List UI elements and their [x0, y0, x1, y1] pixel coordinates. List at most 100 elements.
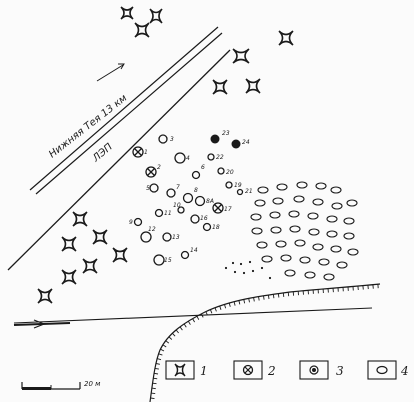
hachure-tick: [183, 323, 187, 328]
mound-number: 6: [201, 164, 205, 171]
scale-filled-segment: [22, 387, 51, 390]
mound-number: 14: [190, 247, 198, 254]
mound-22: [207, 153, 215, 161]
boundary-arrow-icon: [33, 319, 46, 329]
mound-number: 12: [148, 226, 156, 233]
enclosure-symbol: [92, 229, 108, 245]
powerline-label: ЛЭП: [90, 141, 115, 165]
mound-1: [132, 146, 144, 158]
oval-pit: [336, 261, 348, 269]
mound-10: [177, 206, 185, 214]
hachure-tick: [224, 304, 227, 309]
oval-pit: [288, 210, 300, 218]
mound-number: 10: [173, 202, 181, 209]
hachure-tick: [154, 367, 159, 370]
road-line-inner: [35, 32, 223, 195]
hachure-tick: [154, 372, 159, 375]
mound-6: [191, 170, 201, 180]
hachure-tick: [209, 309, 213, 314]
dot-pit: [239, 262, 243, 266]
mound-19: [225, 181, 233, 189]
hachure-tick: [219, 305, 222, 310]
mound-15: [153, 254, 165, 266]
mound-cluster: [132, 134, 244, 266]
dot-pit: [242, 271, 246, 275]
mound-number: 8: [194, 187, 198, 194]
mound-23: [210, 134, 220, 144]
dot-pit: [268, 276, 272, 280]
hachure-tick: [175, 329, 179, 334]
mound-number: 19: [234, 182, 242, 189]
hachure-tick: [214, 307, 217, 312]
oval-pit: [256, 241, 268, 249]
oval-pit: [276, 183, 288, 191]
scale-bar: 20 м: [21, 380, 101, 390]
enclosure-symbol: [112, 247, 128, 263]
mound-number: 1: [144, 149, 148, 156]
hachure-tick: [248, 298, 250, 303]
oval-pit: [280, 254, 292, 262]
oval-pit: [299, 256, 311, 264]
hachure-tick: [253, 297, 255, 302]
hachure-tick: [243, 299, 246, 304]
hachure-tick: [162, 344, 167, 348]
road-and-powerline: [7, 26, 231, 271]
oval-pit: [308, 228, 320, 236]
mound-number: 23: [222, 130, 230, 137]
mound-11: [154, 208, 164, 218]
oval-pit: [323, 273, 335, 281]
hachure-tick: [267, 294, 270, 300]
hachure-tick: [179, 326, 183, 331]
mound-number: 11: [164, 210, 172, 217]
hachure-tick: [192, 318, 195, 323]
enclosure-symbol: [72, 211, 88, 227]
enclosure-symbol: [149, 8, 163, 24]
filled-circle-icon: [309, 365, 319, 375]
enclosure-symbol: [245, 78, 261, 94]
enclosures-top-left: [120, 6, 163, 38]
oval-pit: [261, 255, 273, 263]
mound-17: [212, 202, 224, 214]
hachure-tick: [151, 392, 156, 395]
boundary-main-line: [13, 307, 373, 324]
hachure-tick: [272, 294, 275, 299]
oval-pit: [293, 195, 305, 203]
legend-number: 1: [200, 364, 208, 378]
oval-pit: [304, 271, 316, 279]
terrace-hachures: [150, 284, 379, 400]
mound-number: 18: [212, 224, 220, 231]
oval-pit: [269, 211, 281, 219]
legend-item-3: 3: [299, 360, 344, 380]
oval-pit: [347, 248, 359, 256]
dot-pit: [248, 260, 252, 264]
mound-8: [182, 192, 194, 204]
oval-pit: [289, 225, 301, 233]
oval-pit: [346, 199, 358, 207]
oval-pit: [326, 230, 338, 238]
oval-pit: [270, 226, 282, 234]
oval-pit: [307, 212, 319, 220]
mound-number-labels: 1 2 3 4 5 6 7 8 8A 9 10 11 12 13 14 15 1…: [129, 130, 253, 264]
dot-pit: [251, 269, 255, 273]
enclosure-symbol: [120, 6, 134, 20]
hachure-tick: [160, 348, 165, 352]
mound-number: 5: [146, 185, 150, 192]
oval-pit: [315, 182, 327, 190]
legend-item-2: 2: [233, 360, 276, 380]
mound-2: [145, 166, 157, 178]
hachure-tick: [155, 363, 160, 365]
legend-box: [165, 360, 195, 380]
powerline-line: [7, 49, 231, 271]
oval-pit: [326, 215, 338, 223]
enclosures-lower-left: [37, 211, 128, 304]
road-direction-arrow: [96, 64, 124, 82]
boundary-line: [13, 307, 373, 329]
mound-3: [158, 134, 168, 144]
oval-pit: [294, 239, 306, 247]
mound-14: [180, 250, 190, 260]
dot-pit: [260, 266, 264, 270]
hachure-tick: [233, 301, 236, 306]
road-line-outer: [29, 26, 219, 191]
hachure-tick: [238, 300, 241, 305]
